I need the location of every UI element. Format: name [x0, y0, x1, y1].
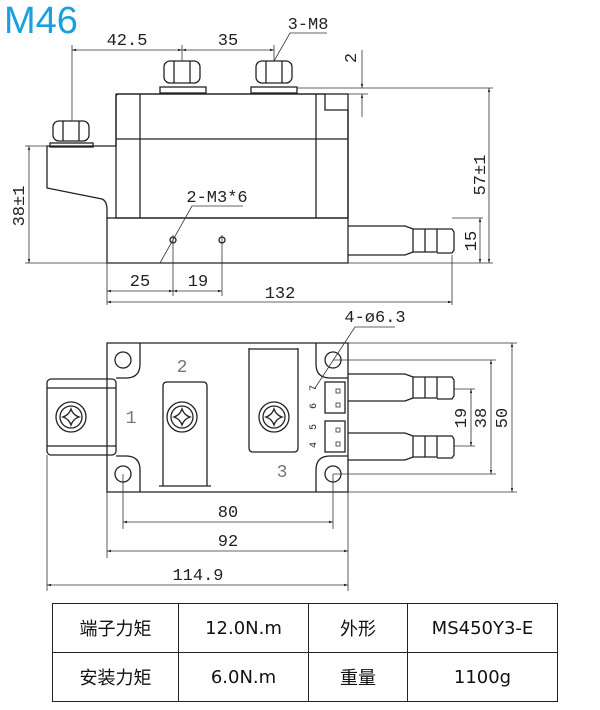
dim-38: 38±1 [11, 186, 30, 227]
terminal-2-label: 2 [177, 358, 188, 378]
dim-50: 50 [494, 408, 513, 428]
terminal-3-label: 3 [277, 463, 288, 483]
dim-92: 92 [218, 533, 238, 552]
hose-fitting-icon [348, 225, 455, 256]
nut-icon [250, 60, 298, 94]
screw-icon [55, 401, 87, 433]
spec-value: 1100g [407, 652, 558, 702]
mount-thread-label: 2-M3*6 [186, 189, 247, 208]
pin-6-label: 6 [309, 403, 320, 409]
nut-icon [49, 120, 94, 148]
table-row: 安装力矩 6.0N.m 重量 1100g [52, 652, 558, 702]
holes-label: 4-ø6.3 [344, 309, 405, 328]
screw-icon [166, 401, 198, 433]
table-row: 端子力矩 12.0N.m 外形 MS450Y3-E [52, 603, 558, 653]
nut-icon [159, 60, 207, 94]
dim-42-5: 42.5 [107, 32, 148, 51]
dim-114-9: 114.9 [172, 567, 223, 586]
screw-icon [258, 401, 290, 433]
side-view: 42.5 35 3-M8 2 57±1 15 38±1 2-M3*6 25 19… [11, 16, 493, 305]
spec-label: 重量 [308, 652, 408, 702]
nut-thread-label: 3-M8 [288, 16, 329, 35]
pin-4-label: 4 [309, 442, 320, 448]
spec-label: 安装力矩 [52, 652, 179, 702]
dim-57: 57±1 [472, 155, 491, 196]
pin-5-label: 5 [309, 424, 320, 430]
spec-table: 端子力矩 12.0N.m 外形 MS450Y3-E 安装力矩 6.0N.m 重量… [52, 603, 558, 702]
hose-fitting-icon [348, 432, 455, 461]
dim-35: 35 [218, 32, 238, 51]
pin-7-label: 7 [309, 385, 320, 391]
dim-25: 25 [130, 273, 150, 292]
spec-value: 6.0N.m [178, 652, 309, 702]
dim-19-top: 19 [453, 408, 472, 428]
spec-value: 12.0N.m [178, 603, 309, 653]
model-title: M46 [4, 0, 78, 42]
technical-drawing: 42.5 35 3-M8 2 57±1 15 38±1 2-M3*6 25 19… [11, 16, 517, 591]
dim-80: 80 [218, 504, 238, 523]
dim-2: 2 [343, 53, 362, 63]
dim-132: 132 [265, 285, 296, 304]
dim-19: 19 [188, 273, 208, 292]
terminal-1-label: 1 [126, 409, 137, 429]
dim-15: 15 [463, 231, 482, 251]
top-view: 1 2 3 7 6 5 4 4-ø6.3 19 38 50 80 92 114.… [46, 309, 517, 591]
spec-value: MS450Y3-E [407, 603, 558, 653]
spec-label: 端子力矩 [52, 603, 179, 653]
spec-label: 外形 [308, 603, 408, 653]
dim-38-top: 38 [473, 408, 492, 428]
hose-fitting-icon [348, 373, 455, 402]
